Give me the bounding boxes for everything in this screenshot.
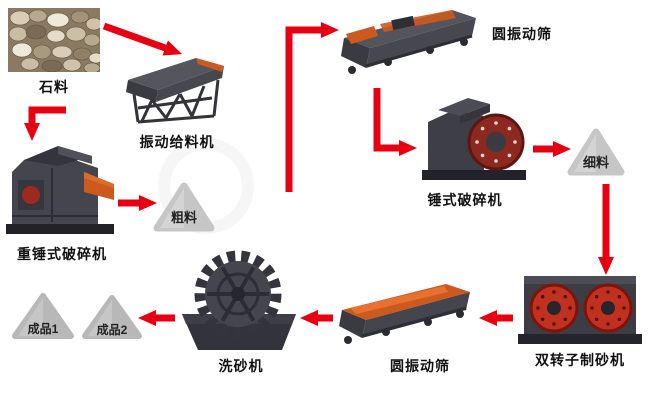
product2-shape — [82, 295, 142, 339]
stone-label: 石料 — [39, 79, 69, 95]
fine-cone-shape — [567, 128, 625, 176]
coarse-cone-shape — [153, 182, 215, 232]
fine-label: 细料 — [582, 155, 609, 170]
vibrating-feeder-illustration — [126, 58, 224, 124]
hammer-crusher — [418, 86, 530, 184]
hammer-crusher-label: 锤式破碎机 — [427, 192, 503, 208]
product1-triangle: 成品1 — [10, 290, 76, 342]
circular-screen-top-illustration — [341, 10, 476, 74]
arrow-stone-to-heavy-crusher — [24, 106, 66, 141]
sand-washer — [180, 248, 302, 354]
vibrating-feeder — [122, 54, 232, 129]
arrow-screen-top-to-hammer-crusher — [373, 88, 417, 156]
product2-label: 成品2 — [96, 323, 128, 337]
product1-label: 成品1 — [27, 322, 59, 336]
arrow-stone-to-feeder — [102, 22, 183, 56]
sand-maker-illustration — [518, 276, 642, 344]
circular-screen-bottom-illustration — [339, 284, 470, 344]
circular-screen-bottom — [336, 280, 478, 352]
stone-photo — [8, 8, 100, 72]
heavy-hammer-crusher-illustration — [6, 146, 114, 234]
screen-top-label: 圆振动筛 — [492, 26, 552, 42]
coarse-material-cone: 粗料 — [152, 180, 216, 234]
product2-triangle: 成品2 — [80, 292, 144, 342]
pebbles-image — [8, 8, 100, 72]
heavy-hammer-crusher — [4, 134, 118, 238]
screen-bottom-label: 圆振动筛 — [390, 358, 450, 374]
fine-material-cone: 细料 — [566, 126, 626, 178]
hammer-crusher-illustration — [422, 98, 526, 180]
sand-maker-label: 双转子制砂机 — [535, 352, 625, 368]
double-rotor-sand-maker — [516, 272, 644, 346]
feeder-label: 振动给料机 — [139, 134, 215, 150]
coarse-label: 粗料 — [170, 210, 197, 225]
product1-shape — [12, 293, 74, 339]
washer-label: 洗砂机 — [218, 358, 264, 374]
circular-screen-top — [336, 4, 484, 84]
sand-washer-illustration — [182, 250, 296, 350]
arrow-coarse-to-screen-top — [285, 22, 339, 192]
heavy-crusher-label: 重锤式破碎机 — [17, 246, 107, 262]
